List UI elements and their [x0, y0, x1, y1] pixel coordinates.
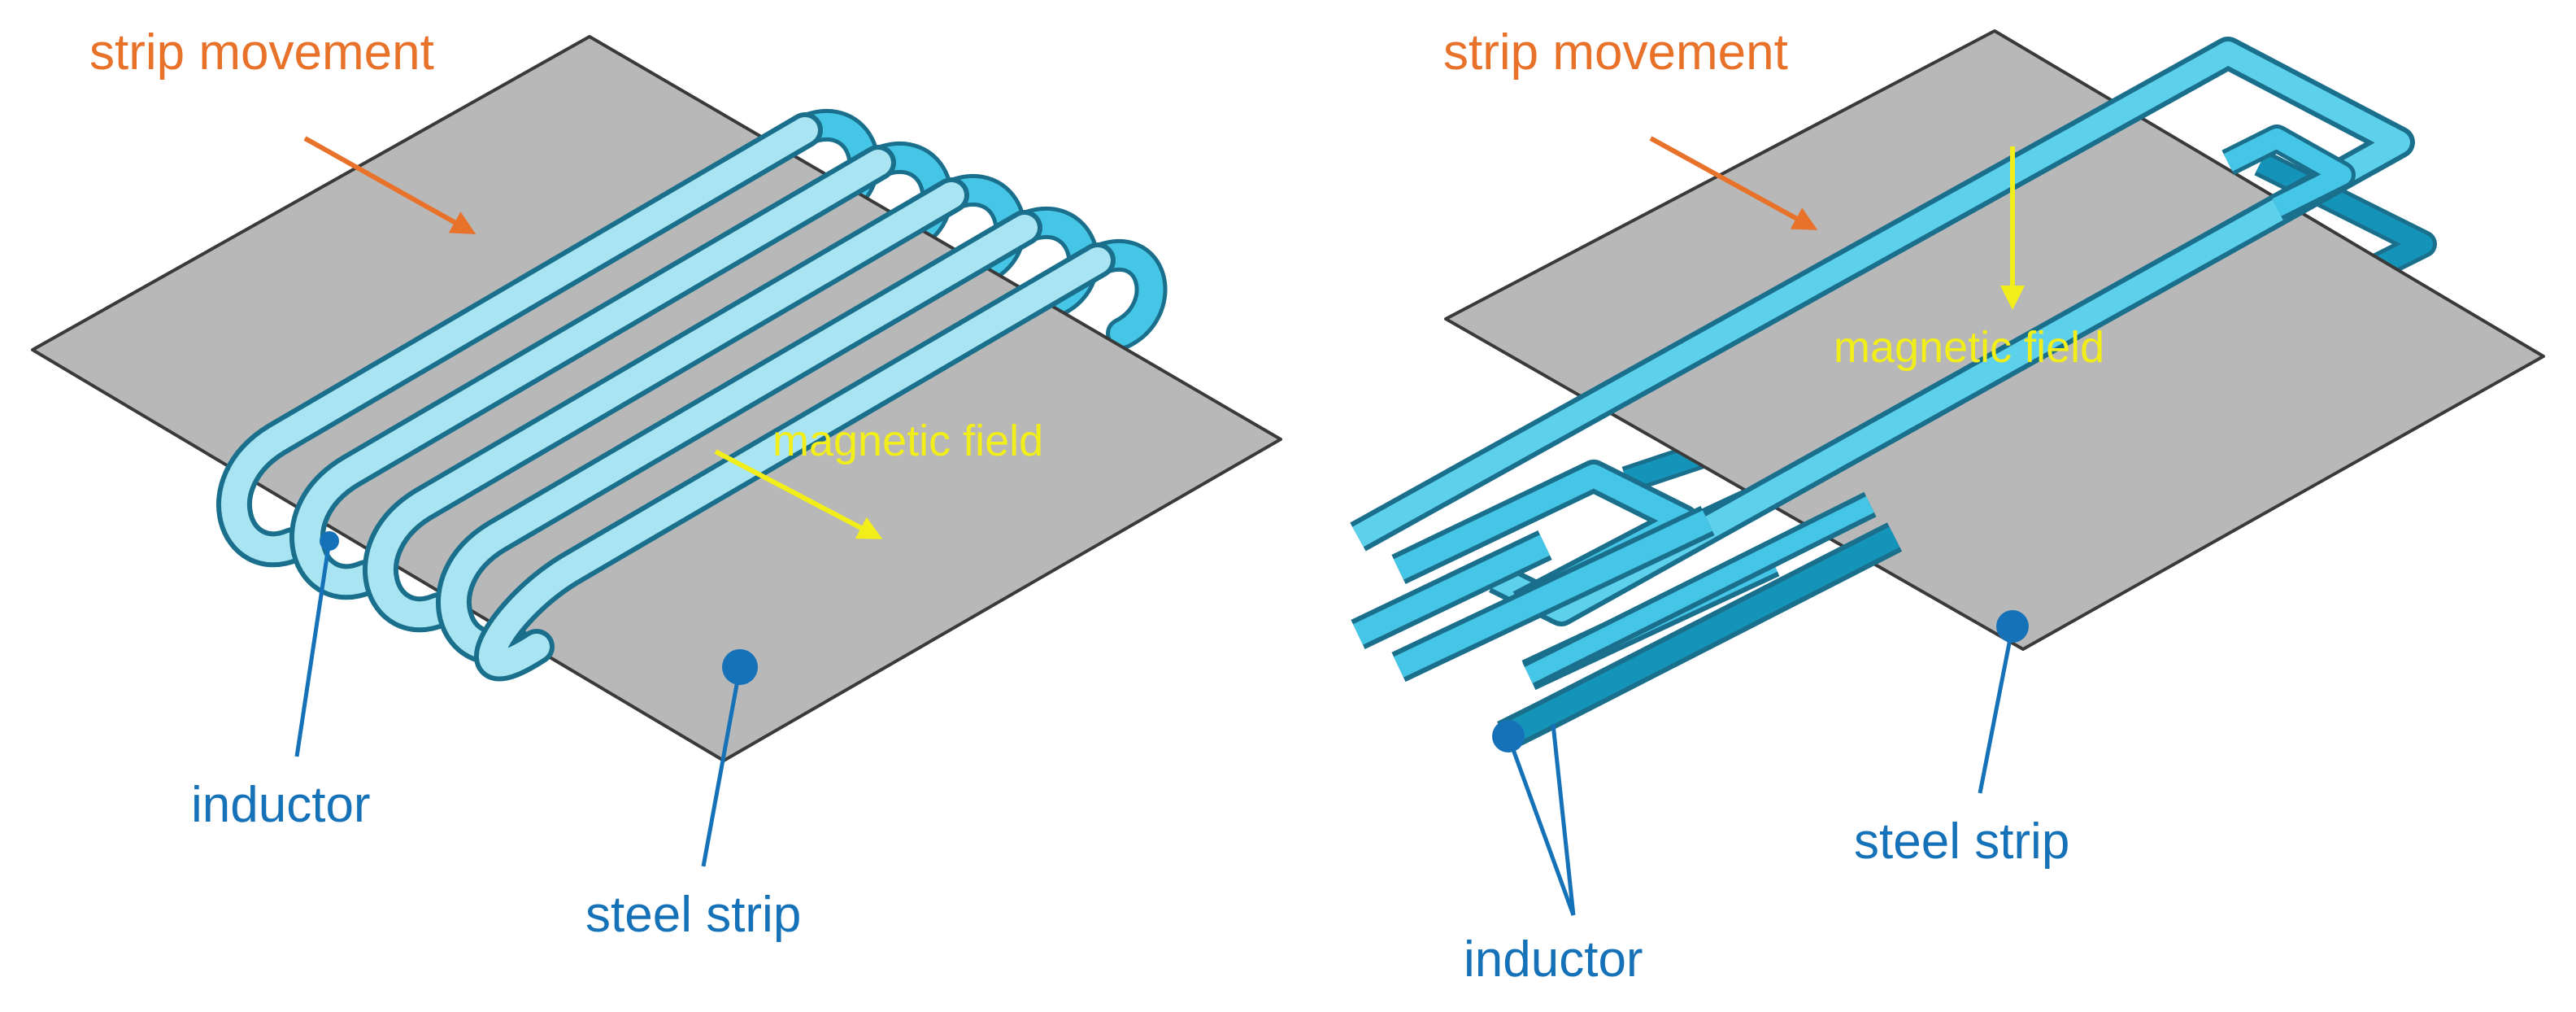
right-magnetic-field-label: magnetic field [1834, 323, 2104, 372]
left-panel: strip movement magnetic field inductor s… [31, 24, 1282, 943]
right-inductor-callout-line-a [1506, 735, 1576, 916]
right-strip-movement-arrow [1649, 136, 1818, 230]
left-steel-strip-label: steel strip [585, 887, 801, 943]
right-strip-movement-label: strip movement [1443, 24, 1788, 81]
right-panel: strip movement magnetic field steel stri… [1350, 24, 2545, 988]
right-steel-strip-callout-dot [1996, 610, 2029, 643]
right-steel-strip-label: steel strip [1854, 814, 2069, 870]
right-inductor-label: inductor [1464, 931, 1643, 988]
left-inductor-label: inductor [191, 777, 371, 833]
left-strip-movement-label: strip movement [89, 24, 434, 81]
left-steel-strip-callout-dot [722, 649, 758, 685]
left-steel-strip-callout-line [701, 666, 742, 867]
right-steel-strip-callout-line [1978, 626, 2015, 794]
left-inductor-callout-line [294, 540, 332, 757]
left-coil-front [216, 112, 1116, 682]
left-magnetic-field-label: magnetic field [772, 417, 1043, 465]
right-inductor-callout-dot [1492, 720, 1525, 752]
left-strip-movement-arrow [303, 136, 476, 234]
right-inductor-callout-line-b [1551, 723, 1576, 916]
left-coil-back [789, 109, 1168, 350]
left-inductor-callout-dot [320, 531, 339, 551]
left-steel-strip-plate [31, 35, 1282, 762]
left-magnetic-field-arrow [714, 449, 883, 539]
